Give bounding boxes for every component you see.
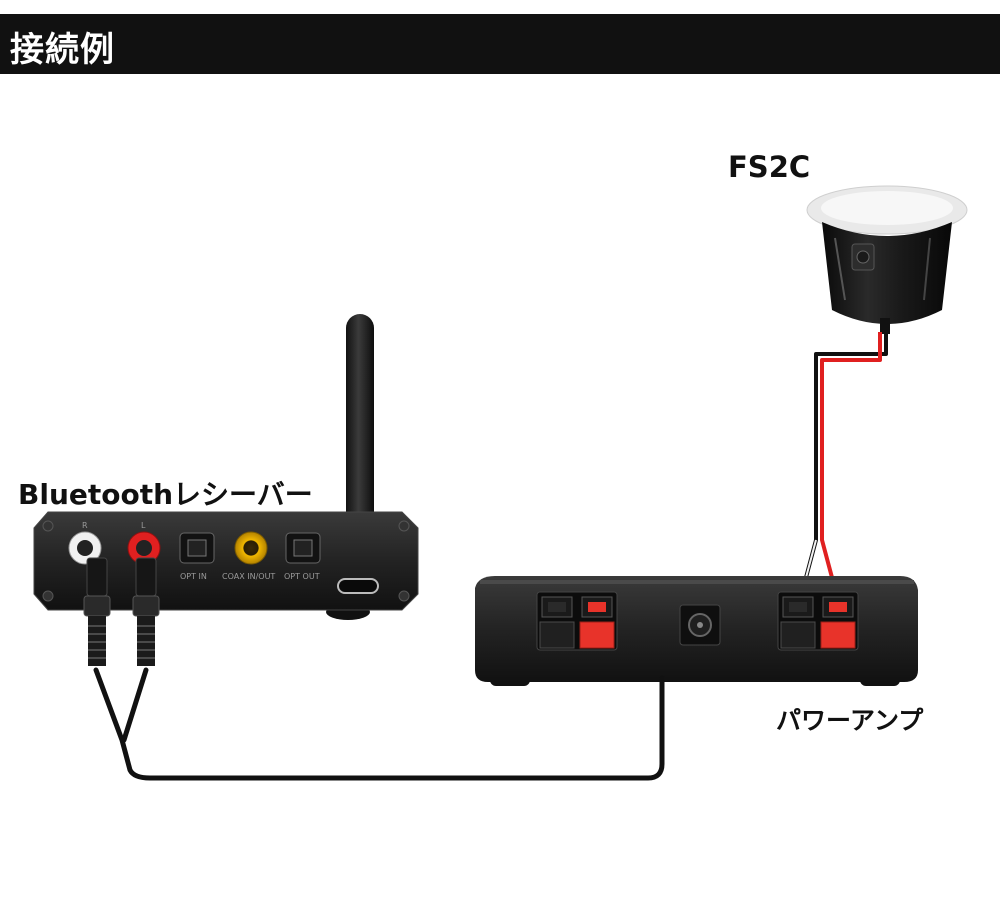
speaker-wire [798,332,888,601]
rca-cable [93,667,665,781]
page-title: 接続例 [10,30,115,70]
receiver-label: Bluetoothレシーバー [18,478,313,511]
rca-plugs [83,557,160,666]
port-label-opt-out: OPT OUT [284,572,320,581]
bluetooth-receiver: R L OPT IN COAX IN/OUT OPT OUT [33,314,419,620]
speaker-label: FS2C [728,150,811,184]
port-label-coax: COAX IN/OUT [222,572,275,581]
port-label-l: L [141,521,146,530]
ceiling-speaker [806,185,968,334]
power-amplifier [475,576,918,686]
amplifier-label: パワーアンプ [776,706,924,735]
port-label-opt-in: OPT IN [180,572,207,581]
port-label-r: R [82,521,88,530]
header-bar: 接続例 [0,14,1000,74]
